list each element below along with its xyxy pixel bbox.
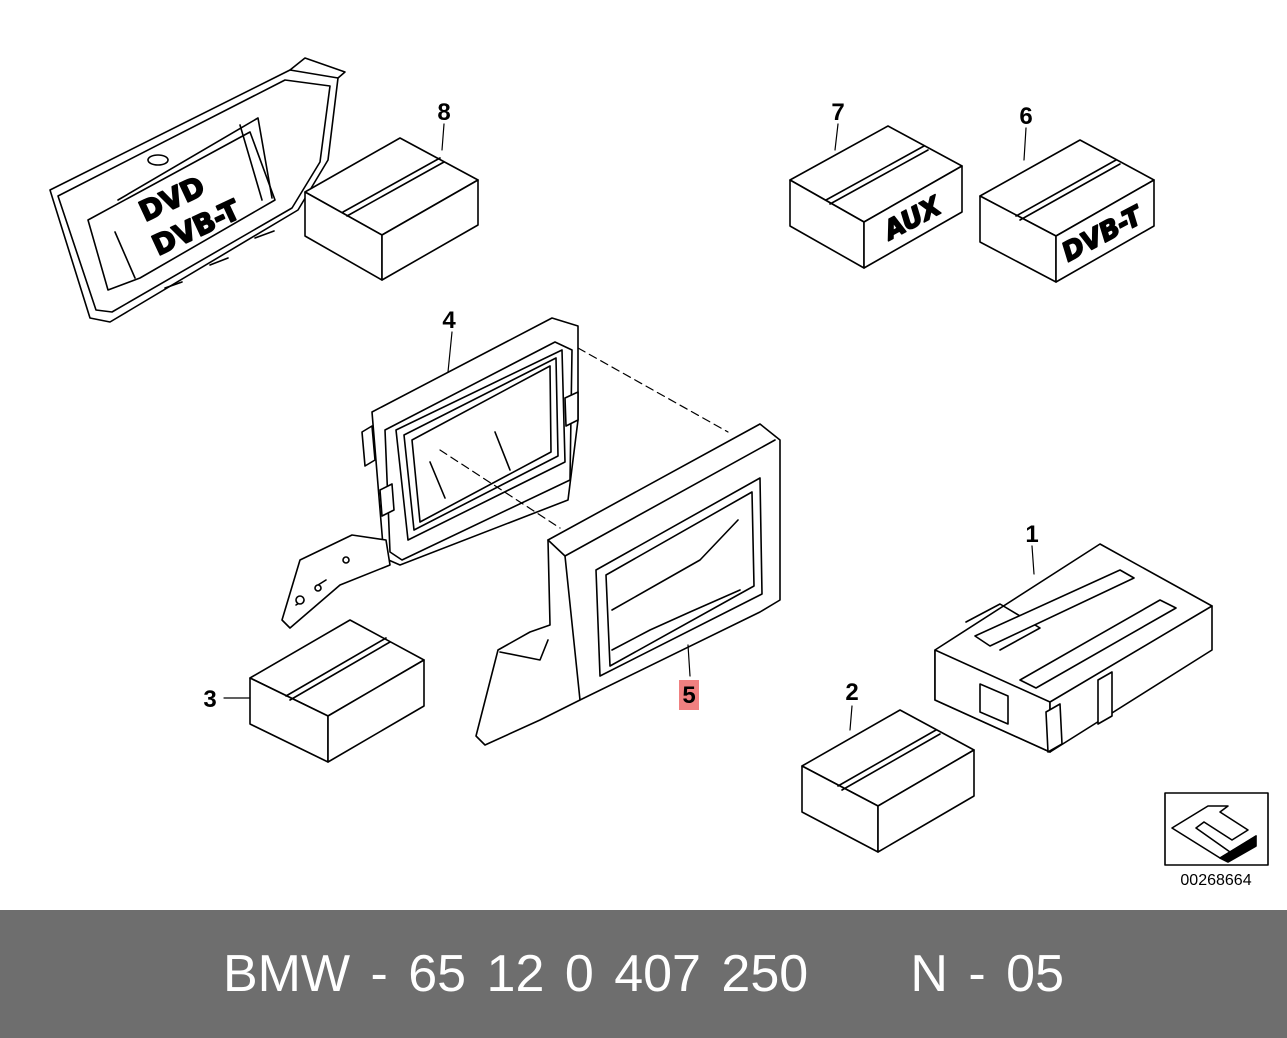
- callout-1: 1: [1025, 521, 1038, 548]
- display-unit-4: [281, 317, 579, 629]
- reference-code: 00268664: [1180, 872, 1251, 889]
- callout-7: 7: [831, 99, 844, 126]
- callout-8: 8: [437, 99, 450, 126]
- part-box-8: [304, 137, 479, 281]
- callout-2: 2: [845, 679, 858, 706]
- callouts: 8 7 6 4 1 2 3 5 00268664: [203, 99, 1251, 889]
- cd-changer-1: [934, 543, 1213, 753]
- part-box-6: DVB-T: [979, 139, 1155, 283]
- part-box-7: AUX: [789, 125, 963, 269]
- callout-3: 3: [203, 686, 216, 713]
- callout-5: 5: [682, 682, 695, 709]
- part-number: BMW - 65 12 0 407 250: [222, 945, 809, 1003]
- leader-lines: [223, 123, 1035, 731]
- callout-6: 6: [1019, 103, 1032, 130]
- footer-gap: [808, 944, 910, 1004]
- part-box-3: [249, 619, 425, 763]
- callout-5-highlight: [679, 680, 699, 710]
- parts-diagram: DVD DVB-T AUX DVB-T: [49, 57, 1269, 889]
- orientation-arrow-icon: [1164, 792, 1269, 866]
- trim-panel-5: [475, 423, 781, 746]
- callout-4: 4: [442, 307, 456, 334]
- instrument-cluster-display: DVD DVB-T: [49, 57, 346, 323]
- alignment-lines: [439, 347, 729, 529]
- footer-bar: BMW - 65 12 0 407 250 N - 05: [0, 910, 1287, 1038]
- part-box-2: [801, 709, 975, 853]
- page-code: N - 05: [910, 945, 1065, 1003]
